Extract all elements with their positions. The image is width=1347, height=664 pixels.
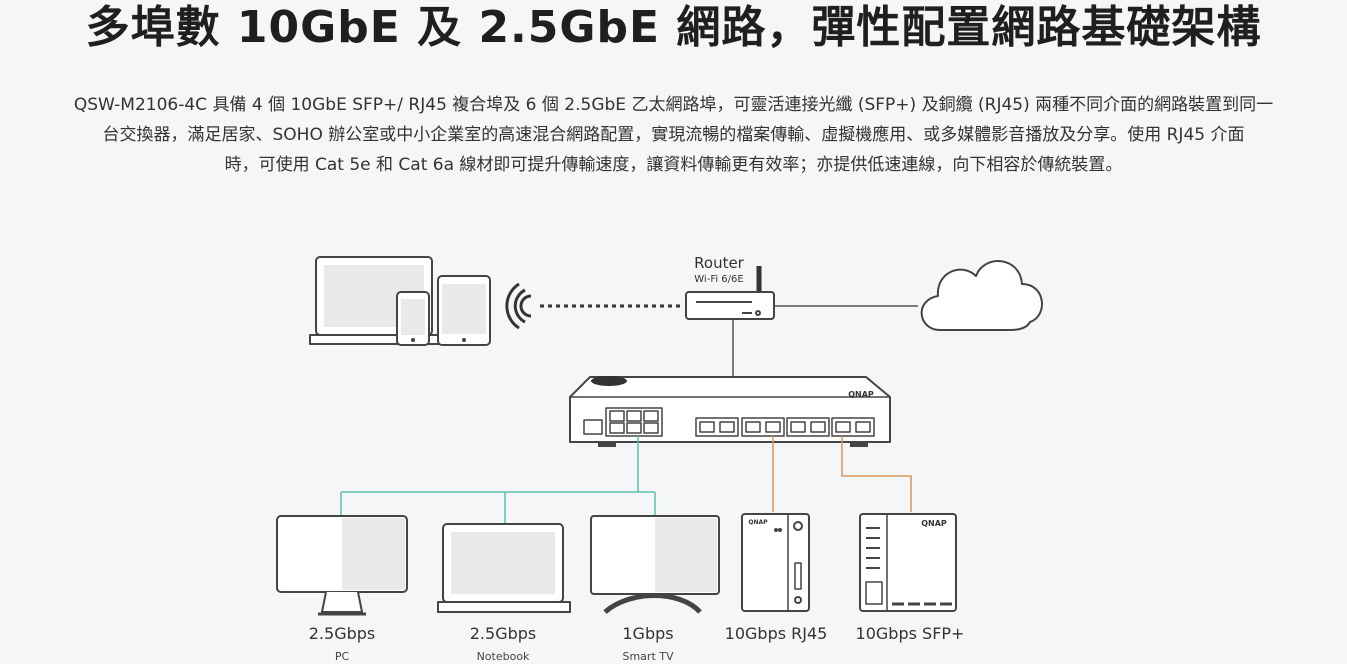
device-speed-nas-rj45: 10Gbps RJ45 xyxy=(724,624,828,643)
nas-4bay-icon xyxy=(859,513,957,612)
rj45-links xyxy=(340,436,656,524)
tablet-icon xyxy=(437,275,491,346)
nas-2bay-icon xyxy=(741,513,810,612)
device-name-pc: PC xyxy=(334,650,350,663)
smart-tv-icon xyxy=(590,515,720,614)
device-speed-pc: 2.5Gbps xyxy=(308,624,376,643)
router-label: Router xyxy=(694,254,744,272)
description-line-2: 台交換器，滿足居家、SOHO 辦公室或中小企業室的高速混合網路配置，實現流暢的檔… xyxy=(102,125,1245,145)
nas-brand-large: QNAP xyxy=(921,519,947,528)
phone-icon xyxy=(396,291,430,346)
device-name-notebook: Notebook xyxy=(476,650,530,663)
nas-brand-small: QNAP xyxy=(748,519,768,526)
description: QSW-M2106-4C 具備 4 個 10GbE SFP+/ RJ45 複合埠… xyxy=(0,90,1347,180)
notebook-icon xyxy=(437,523,571,613)
cloud-icon xyxy=(920,260,1043,331)
device-name-tv: Smart TV xyxy=(622,650,674,663)
switch-brand: QNAP xyxy=(848,390,874,399)
router-sublabel: Wi-Fi 6/6E xyxy=(694,274,744,285)
description-line-3: 時，可使用 Cat 5e 和 Cat 6a 線材即可提升傳輸速度，讓資料傳輸更有… xyxy=(224,155,1123,175)
pc-icon xyxy=(276,515,408,616)
switch-icon xyxy=(569,376,891,447)
10g-links xyxy=(772,436,912,512)
description-line-1: QSW-M2106-4C 具備 4 個 10GbE SFP+/ RJ45 複合埠… xyxy=(73,95,1274,115)
device-speed-nas-sfp: 10Gbps SFP+ xyxy=(855,624,965,643)
page-title: 多埠數 10GbE 及 2.5GbE 網路，彈性配置網路基礎架構 xyxy=(85,2,1262,53)
wifi-signal-icon xyxy=(505,282,532,330)
device-speed-notebook: 2.5Gbps xyxy=(469,624,537,643)
device-speed-tv: 1Gbps xyxy=(622,624,674,643)
